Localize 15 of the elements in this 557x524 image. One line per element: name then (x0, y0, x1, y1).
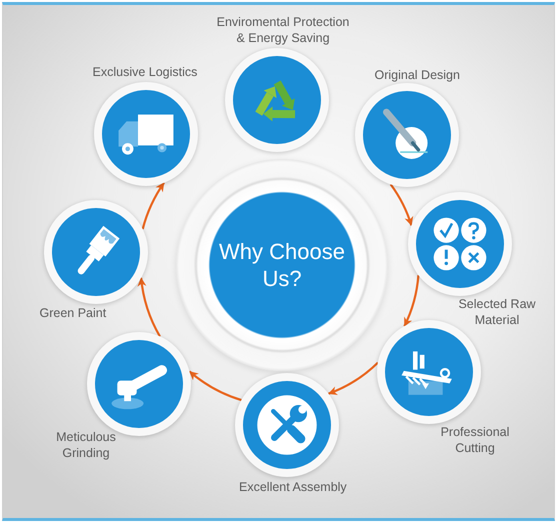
step-label: Enviromental Protection & Energy Saving (216, 14, 350, 46)
step-label: Meticulous Grinding (55, 429, 117, 461)
arrow (390, 184, 413, 226)
hub-text: Why Choose Us? (218, 238, 346, 292)
step-label: Professional Cutting (440, 424, 510, 456)
arrow (138, 277, 161, 337)
step-label: Excellent Assembly (239, 479, 347, 495)
step-label: Green Paint (40, 305, 106, 321)
arrow (328, 362, 379, 395)
step-label: Selected Raw Material (457, 296, 537, 328)
arrow (188, 370, 242, 402)
step-label: Exclusive Logistics (92, 64, 198, 80)
arrow (142, 182, 165, 230)
arrow (403, 275, 420, 327)
step-label: Original Design (374, 67, 460, 83)
